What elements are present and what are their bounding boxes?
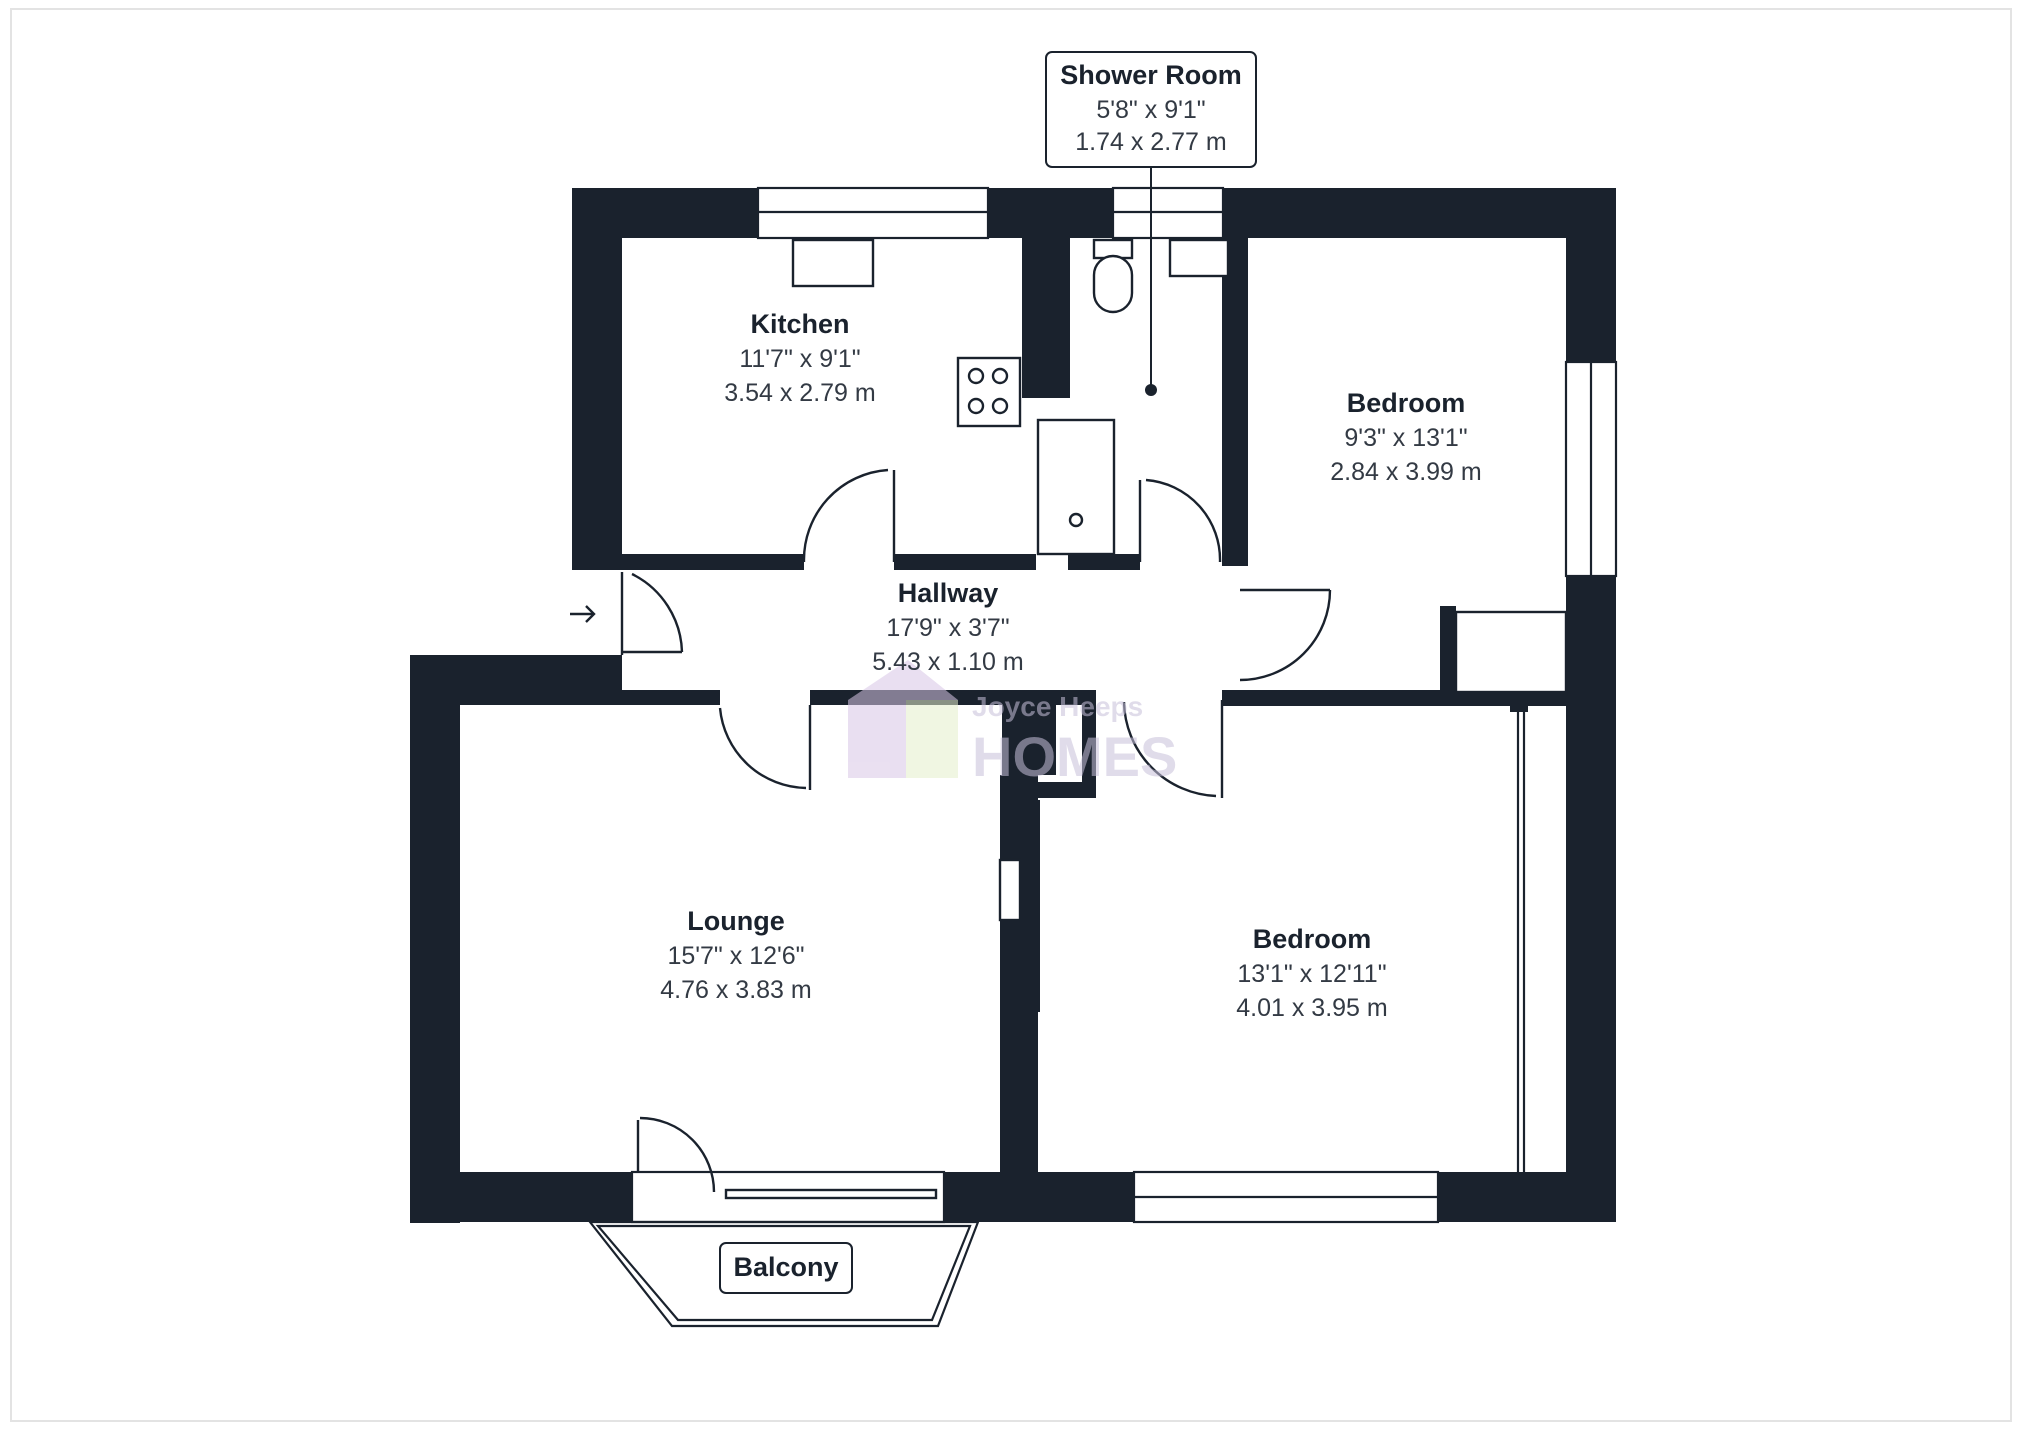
bedroom-2-title: Bedroom	[1253, 924, 1372, 954]
kitchen-hob	[956, 356, 1022, 428]
watermark: Joyce Heeps HOMES	[848, 660, 1177, 788]
shower-room-title: Shower Room	[1060, 60, 1242, 90]
windows	[630, 186, 1618, 1224]
kitchen-imperial: 11'7" x 9'1"	[739, 345, 860, 373]
hallway-title: Hallway	[898, 578, 999, 608]
watermark-line2: HOMES	[972, 725, 1177, 788]
bedroom-1-door	[1239, 589, 1332, 682]
toilet	[1092, 254, 1134, 314]
kitchen-top-wall-right	[988, 188, 1113, 238]
bedroom-top-wall	[1223, 188, 1616, 238]
bedroom-2-door	[1122, 701, 1217, 798]
right-wall-top	[1566, 188, 1616, 362]
lounge-left-wall	[410, 655, 460, 1223]
shower-bottom-wall	[1068, 554, 1140, 570]
bedroom-bottom-wall-right	[1438, 1172, 1616, 1222]
lounge-door	[718, 707, 807, 790]
bedroom-1-metric: 2.84 x 3.99 m	[1330, 458, 1481, 486]
hallway-imperial: 17'9" x 3'7"	[886, 614, 1009, 642]
kitchen-bottom-wall	[620, 554, 804, 570]
kitchen-title: Kitchen	[750, 309, 849, 339]
kitchen-sink	[791, 238, 875, 288]
shower-bedroom-wall	[1222, 236, 1248, 566]
hallway-metric: 5.43 x 1.10 m	[872, 648, 1023, 676]
balcony-label-box	[719, 1242, 853, 1294]
fireplace	[998, 858, 1022, 922]
bedroom-1-imperial: 9'3" x 13'1"	[1344, 424, 1467, 452]
shower-room-metric: 1.74 x 2.77 m	[1075, 128, 1226, 156]
shower-basin	[1168, 238, 1230, 278]
balcony-outline	[587, 1220, 980, 1328]
lounge-title: Lounge	[687, 906, 784, 936]
kitchen-door	[802, 468, 889, 563]
right-wall-bottom	[1566, 576, 1616, 1222]
bedroom-divider-wall	[1222, 690, 1616, 706]
wardrobe-partition	[1440, 606, 1456, 692]
fixtures	[791, 238, 1568, 1172]
entrance-door	[631, 572, 684, 653]
balcony-door	[639, 1116, 716, 1193]
bedroom-1-title: Bedroom	[1347, 388, 1466, 418]
lounge-imperial: 15'7" x 12'6"	[667, 942, 804, 970]
shower-door	[1145, 478, 1222, 563]
watermark-line1: Joyce Heeps	[972, 691, 1143, 722]
bedroom-2-metric: 4.01 x 3.95 m	[1236, 994, 1387, 1022]
chimney-breast	[1002, 705, 1056, 775]
patio-sliding-door	[724, 1188, 938, 1200]
bedroom-2-imperial: 13'1" x 12'11"	[1237, 960, 1386, 988]
shower-tray	[1036, 418, 1116, 556]
room-labels: Shower Room 5'8" x 9'1" 1.74 x 2.77 m Ki…	[660, 60, 1481, 1282]
kitchen-shower-wall	[1022, 236, 1070, 398]
lounge-bottom-wall-right	[944, 1172, 1134, 1222]
lounge-bottom-wall-left	[410, 1172, 632, 1222]
walls	[410, 188, 1616, 1223]
wardrobe-1	[1454, 610, 1568, 694]
doors	[620, 468, 1332, 1193]
plan-frame	[10, 8, 2012, 1422]
entrance-arrow-icon	[570, 605, 596, 623]
balcony-title: Balcony	[733, 1252, 838, 1282]
kitchen-metric: 3.54 x 2.79 m	[724, 379, 875, 407]
shower-room-imperial: 5'8" x 9'1"	[1096, 96, 1205, 124]
lounge-metric: 4.76 x 3.83 m	[660, 976, 811, 1004]
kitchen-left-wall	[572, 188, 622, 570]
